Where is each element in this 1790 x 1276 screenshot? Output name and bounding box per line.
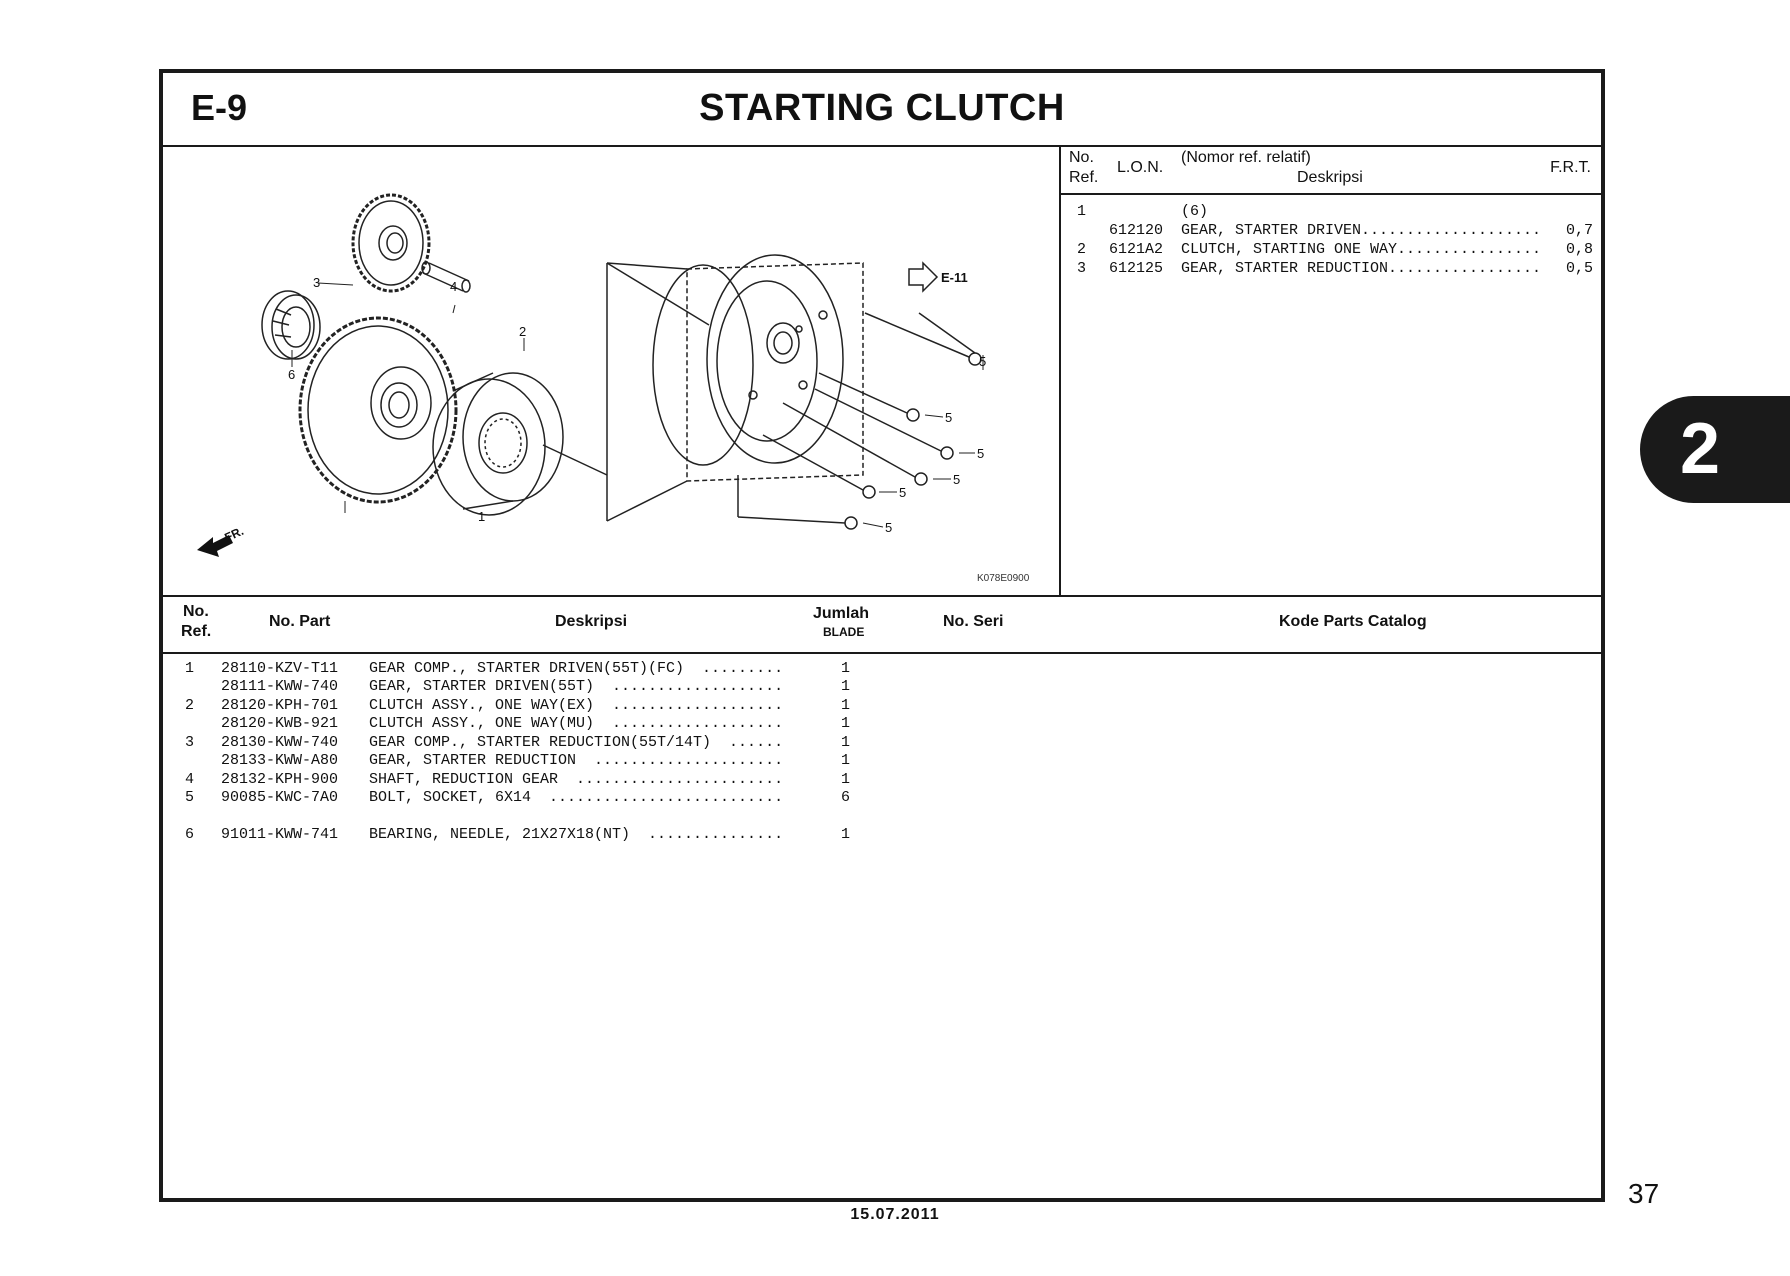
ref-table-row: 1 (6) bbox=[1077, 203, 1209, 220]
parts-hdr-seri: No. Seri bbox=[943, 613, 1004, 630]
print-date: 15.07.2011 bbox=[850, 1206, 940, 1223]
ref-label-2: 2 bbox=[519, 324, 526, 339]
table-row: 28120-KWB-921 CLUTCH ASSY., ONE WAY(MU) … bbox=[221, 715, 851, 732]
page-header: E-9 STARTING CLUTCH bbox=[163, 73, 1601, 147]
ref-label-5b: 5 bbox=[945, 410, 952, 425]
ref-table-header: No. Ref. L.O.N. (Nomor ref. relatif) Des… bbox=[1061, 145, 1601, 195]
ref-hdr-ref: Ref. bbox=[1069, 169, 1099, 186]
ref-table-row: 3 612125 GEAR, STARTER REDUCTION........… bbox=[1077, 260, 1593, 277]
ref-hdr-frt: F.R.T. bbox=[1550, 159, 1591, 176]
table-row: 4 28132-KPH-900 SHAFT, REDUCTION GEAR ..… bbox=[185, 771, 851, 788]
ref-hdr-nomor: (Nomor ref. relatif) bbox=[1181, 149, 1311, 166]
parts-table-header: No. Ref. No. Part Deskripsi Jumlah BLADE… bbox=[163, 595, 1601, 654]
leader-lines bbox=[291, 282, 984, 528]
table-row: 28111-KWW-740 GEAR, STARTER DRIVEN(55T) … bbox=[221, 678, 851, 695]
ref-table-body: 1 (6) 612120 GEAR, STARTER DRIVEN.......… bbox=[1061, 195, 1601, 595]
starter-driven-gear-part bbox=[298, 316, 458, 504]
reduction-gear-part bbox=[351, 193, 431, 293]
ref-table-row: 2 6121A2 CLUTCH, STARTING ONE WAY.......… bbox=[1077, 241, 1593, 258]
ref-label-5d: 5 bbox=[953, 472, 960, 487]
parts-hdr-qty: Jumlah bbox=[813, 605, 870, 622]
chapter-tab: 2 bbox=[1640, 396, 1790, 503]
table-row: 1 28110-KZV-T11 GEAR COMP., STARTER DRIV… bbox=[185, 660, 851, 677]
parts-hdr-ref: Ref. bbox=[181, 623, 212, 640]
ref-table-row: 612120 GEAR, STARTER DRIVEN.............… bbox=[1109, 222, 1593, 239]
diagram-illustration: E-11 FR. 1 2 3 4 5 5 5 5 5 5 6 K078E0900 bbox=[197, 193, 1030, 584]
ref-label-5a: 5 bbox=[979, 354, 986, 369]
table-row: 2 28120-KPH-701 CLUTCH ASSY., ONE WAY(EX… bbox=[185, 697, 851, 714]
parts-hdr-desc: Deskripsi bbox=[555, 613, 628, 630]
table-row: 5 90085-KWC-7A0 BOLT, SOCKET, 6X14 .....… bbox=[185, 789, 851, 806]
parts-hdr-part: No. Part bbox=[269, 613, 331, 630]
reduction-shaft-part bbox=[421, 261, 471, 293]
exploded-parts-diagram: E-11 FR. 1 2 3 4 5 5 5 5 5 5 6 K078E0900 bbox=[163, 145, 1061, 595]
table-row: 6 91011-KWW-741 BEARING, NEEDLE, 21X27X1… bbox=[185, 826, 851, 843]
socket-bolts-part bbox=[737, 312, 982, 530]
front-direction-arrow-icon bbox=[197, 535, 233, 557]
one-way-clutch-part bbox=[432, 372, 564, 516]
ref-label-1: 1 bbox=[478, 509, 485, 524]
ref-label-6: 6 bbox=[288, 367, 295, 382]
table-row: 28133-KWW-A80 GEAR, STARTER REDUCTION ..… bbox=[221, 752, 851, 769]
needle-bearing-part bbox=[261, 290, 321, 360]
section-code: E-9 bbox=[191, 87, 248, 128]
page-number: 37 bbox=[1628, 1178, 1660, 1209]
parts-hdr-no: No. bbox=[183, 603, 209, 620]
e11-reference-arrow-icon bbox=[908, 261, 939, 293]
chapter-tab-number: 2 bbox=[1679, 409, 1721, 489]
cross-ref-label: E-11 bbox=[941, 270, 968, 285]
clutch-housing-part bbox=[542, 254, 864, 522]
ref-hdr-deskripsi: Deskripsi bbox=[1297, 169, 1363, 186]
figure-code: K078E0900 bbox=[977, 573, 1030, 584]
ref-hdr-no: No. bbox=[1069, 149, 1094, 166]
direction-label: FR. bbox=[222, 524, 245, 545]
parts-hdr-qty-sub: BLADE bbox=[823, 625, 865, 639]
table-row: 3 28130-KWW-740 GEAR COMP., STARTER REDU… bbox=[185, 734, 851, 751]
ref-label-4: 4 bbox=[450, 279, 457, 294]
ref-label-3: 3 bbox=[313, 275, 320, 290]
ref-label-5f: 5 bbox=[885, 520, 892, 535]
catalog-page-frame: E-9 STARTING CLUTCH bbox=[159, 69, 1605, 1202]
parts-hdr-catalog: Kode Parts Catalog bbox=[1279, 613, 1427, 630]
page-title: STARTING CLUTCH bbox=[699, 87, 1065, 129]
ref-hdr-lon: L.O.N. bbox=[1117, 159, 1164, 176]
ref-label-5c: 5 bbox=[977, 446, 984, 461]
ref-label-5e: 5 bbox=[899, 485, 906, 500]
